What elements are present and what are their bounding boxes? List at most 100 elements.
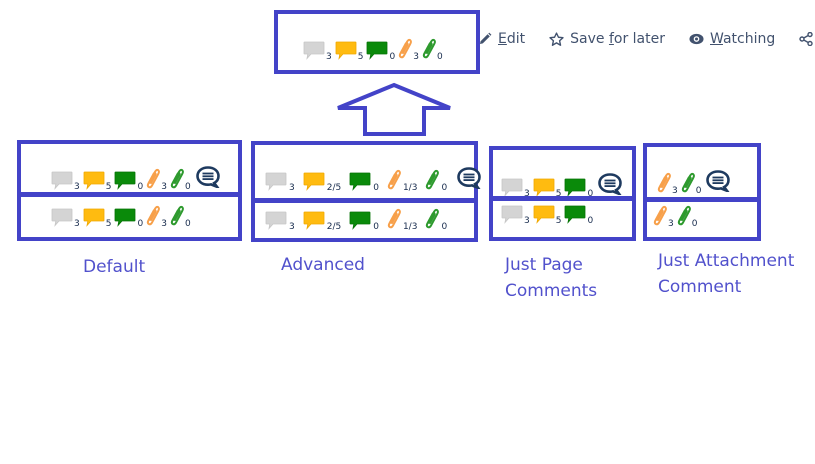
paperclip-green-icon — [677, 205, 691, 227]
comment-green-indicator[interactable]: 0 — [564, 205, 594, 226]
comment-grey-indicator[interactable]: 3 — [303, 41, 332, 62]
comment-grey-icon — [303, 41, 325, 60]
indicator-count: 3 — [672, 186, 678, 196]
indicator-count: 3 — [524, 189, 530, 199]
indicator-count: 3 — [289, 183, 295, 193]
paperclip-green-icon — [422, 38, 436, 60]
comment-grey-indicator[interactable]: 3 — [51, 208, 80, 229]
save-for-later-button[interactable]: Save for later — [549, 31, 665, 47]
comment-grey-icon — [265, 172, 287, 191]
page-actions: Edit Save for later Watching Sh — [478, 31, 815, 47]
indicator-count: 3 — [326, 52, 332, 62]
comment-green-icon — [349, 172, 371, 191]
toolbar-indicator-box: 3 5 0 3 0 — [274, 10, 480, 74]
indicator-count: 1/3 — [402, 183, 418, 193]
comment-grey-indicator[interactable]: 3 — [501, 178, 530, 199]
toolbar-indicator-row: 3 5 0 3 0 — [278, 38, 476, 62]
advanced-variant-box: 3 2/5 0 1/3 0 3 2/5 0 1/3 0 — [251, 141, 481, 242]
comment-yellow-indicator[interactable]: 5 — [83, 208, 111, 229]
eye-icon — [689, 33, 704, 45]
paperclip-orange-icon — [653, 205, 667, 227]
comment-grey-indicator[interactable]: 3 — [265, 172, 295, 193]
comment-yellow-indicator[interactable]: 2/5 — [303, 211, 342, 232]
indicator-count: 0 — [691, 219, 698, 229]
attachment-green-indicator[interactable]: 0 — [681, 172, 701, 196]
edit-button[interactable]: Edit — [478, 31, 525, 47]
indicator-count: 5 — [105, 182, 112, 192]
edit-label-underline: E — [498, 31, 507, 47]
comment-yellow-indicator[interactable]: 5 — [533, 205, 562, 226]
paperclip-green-icon — [170, 168, 184, 190]
comment-grey-icon — [51, 208, 73, 227]
comment-grey-indicator[interactable]: 3 — [501, 205, 530, 226]
paperclip-green-icon — [681, 172, 695, 194]
comment-green-icon — [564, 178, 586, 197]
attachment-orange-indicator[interactable]: 1/3 — [387, 169, 418, 193]
attachment-green-indicator[interactable]: 0 — [425, 169, 447, 193]
comment-green-indicator[interactable]: 0 — [349, 172, 379, 193]
comment-yellow-icon — [303, 211, 325, 230]
indicator-count: 0 — [389, 52, 396, 62]
attachment-orange-indicator[interactable]: 3 — [398, 38, 419, 62]
comment-green-indicator[interactable]: 0 — [564, 178, 593, 199]
caption-line: Comments — [505, 281, 598, 301]
indicator-count: 0 — [587, 216, 594, 226]
paperclip-orange-icon — [146, 168, 161, 190]
indicator-count: 3 — [289, 222, 295, 232]
comment-yellow-indicator[interactable]: 5 — [533, 178, 561, 199]
comment-summary-icon[interactable] — [195, 166, 220, 188]
comment-green-indicator[interactable]: 0 — [114, 171, 144, 192]
comment-yellow-icon — [83, 208, 105, 227]
row-divider — [647, 197, 757, 202]
indicator-count: 3 — [74, 182, 80, 192]
indicator-count: 2/5 — [326, 222, 342, 232]
attachment-orange-indicator[interactable]: 3 — [146, 205, 167, 229]
share-icon — [799, 32, 813, 46]
paperclip-orange-icon — [398, 38, 413, 60]
save-label-pre: Save — [570, 31, 609, 47]
caption-advanced: Advanced — [281, 255, 365, 275]
comment-grey-indicator[interactable]: 3 — [51, 171, 80, 192]
attachment-orange-indicator[interactable]: 3 — [657, 172, 678, 196]
comment-summary-icon[interactable] — [706, 170, 731, 192]
default-variant-box: 3 5 0 3 0 3 5 0 3 0 — [17, 140, 242, 241]
attachment-orange-indicator[interactable]: 1/3 — [387, 208, 418, 232]
comment-yellow-indicator[interactable]: 5 — [83, 171, 112, 192]
caption-line: Comment — [658, 277, 742, 297]
attachment-green-indicator[interactable]: 0 — [170, 205, 191, 229]
indicator-count: 0 — [373, 222, 379, 232]
attachment-green-indicator[interactable]: 0 — [422, 38, 443, 62]
comment-grey-icon — [501, 178, 523, 197]
indicator-count: 0 — [137, 182, 144, 192]
caption-line: Just Attachment — [658, 251, 795, 271]
attachment-green-indicator[interactable]: 0 — [170, 168, 191, 192]
paperclip-green-icon — [425, 208, 440, 230]
attachment-green-indicator[interactable]: 0 — [425, 208, 447, 232]
comment-yellow-indicator[interactable]: 2/5 — [303, 172, 341, 193]
attachment-green-indicator[interactable]: 0 — [677, 205, 698, 229]
comment-summary-icon[interactable] — [598, 173, 623, 195]
indicator-row-with-summary: 3 2/5 0 1/3 0 — [255, 167, 481, 193]
watching-button[interactable]: Watching — [689, 31, 775, 47]
indicator-row: 3 5 0 — [493, 205, 632, 226]
indicator-count: 3 — [161, 182, 167, 192]
comment-grey-indicator[interactable]: 3 — [265, 211, 295, 232]
caption-just-attachment-comment: Just Attachment Comment — [658, 248, 794, 300]
share-button[interactable]: Sh — [799, 31, 815, 47]
comment-green-indicator[interactable]: 0 — [349, 211, 379, 232]
comment-yellow-icon — [335, 41, 357, 60]
caption-just-page-comments: Just Page Comments — [505, 252, 597, 304]
comment-yellow-indicator[interactable]: 5 — [335, 41, 363, 62]
indicator-count: 3 — [74, 219, 80, 229]
comment-yellow-icon — [303, 172, 325, 191]
indicator-row-with-summary: 3 5 0 3 0 — [21, 166, 238, 192]
comment-summary-icon[interactable] — [457, 167, 481, 189]
indicator-count: 1/3 — [402, 222, 418, 232]
indicator-count: 0 — [184, 219, 191, 229]
attachment-orange-indicator[interactable]: 3 — [653, 205, 674, 229]
comment-green-indicator[interactable]: 0 — [114, 208, 143, 229]
comment-green-indicator[interactable]: 0 — [366, 41, 396, 62]
indicator-count: 5 — [555, 216, 562, 226]
comment-green-icon — [114, 171, 136, 190]
attachment-orange-indicator[interactable]: 3 — [146, 168, 167, 192]
